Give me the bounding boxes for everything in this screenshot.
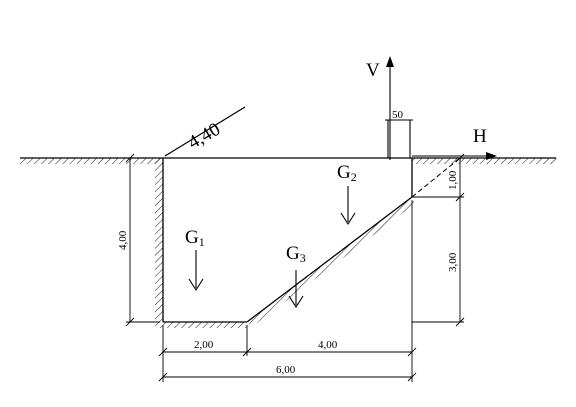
v-axis-arrow bbox=[386, 56, 394, 160]
dim-bottom-chain bbox=[158, 200, 417, 382]
dim-right-heights bbox=[412, 153, 465, 327]
h-axis-arrow bbox=[412, 152, 497, 160]
load-g1: G1 bbox=[185, 227, 205, 292]
svg-text:G2: G2 bbox=[337, 162, 357, 184]
v-axis-label: V bbox=[366, 60, 380, 81]
dim-right-bottom-label: 3,00 bbox=[447, 252, 459, 272]
slope-length-leader bbox=[164, 106, 246, 157]
svg-text:G1: G1 bbox=[185, 227, 205, 249]
load-g2: G2 bbox=[337, 162, 357, 226]
dim-bottom-total bbox=[158, 372, 417, 382]
post-width-label: 50 bbox=[392, 109, 404, 121]
dim-left-height-label: 4,00 bbox=[117, 230, 129, 250]
dim-right-top-label: 1,00 bbox=[447, 170, 459, 190]
dim-bottom-left-label: 2,00 bbox=[194, 339, 214, 351]
svg-text:G3: G3 bbox=[286, 243, 306, 265]
h-axis-label: H bbox=[473, 126, 487, 147]
dim-bottom-total-label: 6,00 bbox=[276, 364, 296, 376]
ground-hatching bbox=[20, 158, 557, 328]
slope-extension-dashed bbox=[411, 157, 461, 198]
load-g3: G3 bbox=[286, 243, 306, 309]
dim-left-height bbox=[125, 153, 160, 327]
post bbox=[385, 119, 413, 158]
dim-bottom-right-label: 4,00 bbox=[318, 339, 338, 351]
